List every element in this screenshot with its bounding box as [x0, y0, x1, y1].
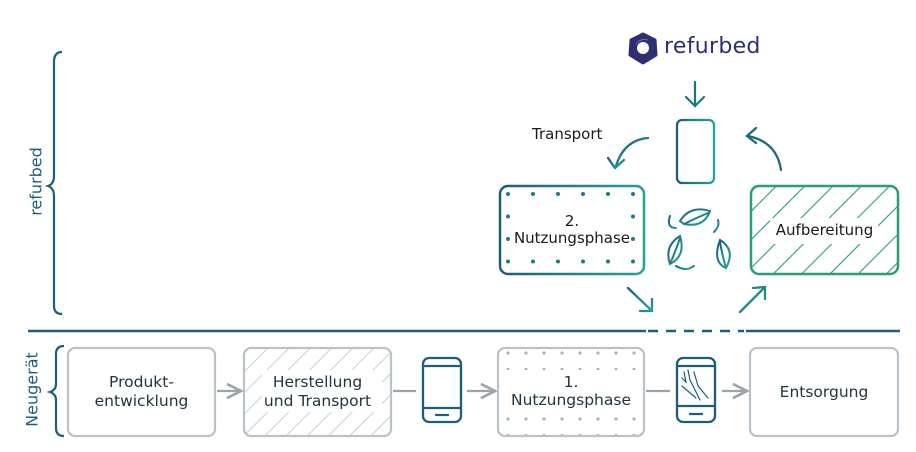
- row-label-refurbed: refurbed: [26, 147, 46, 216]
- smartphone-icon: [675, 118, 716, 185]
- product-development-box: [66, 346, 217, 438]
- arrow-icon: [606, 136, 650, 170]
- curly-brace-icon: [44, 50, 63, 316]
- arrow-icon: [684, 80, 706, 108]
- usage-phase-1-title: Nutzungsphase: [511, 391, 631, 409]
- recycle-leaves-icon: [667, 208, 731, 270]
- manufacturing-transport-line2: und Transport: [263, 392, 372, 410]
- manufacturing-transport-label: Herstellung und Transport: [244, 348, 391, 436]
- usage-phase-2-number: 2.: [564, 211, 580, 230]
- product-development-label: Produkt- entwicklung: [68, 348, 215, 436]
- product-development-line2: entwicklung: [94, 392, 189, 410]
- transport-label: Transport: [532, 125, 603, 143]
- usage-phase-2-title: Nutzungsphase: [513, 229, 631, 247]
- curly-brace-icon: [46, 344, 65, 438]
- refurbed-logo-icon: [628, 32, 658, 65]
- broken-smartphone-icon: [675, 356, 717, 424]
- manufacturing-transport-box: [242, 346, 393, 438]
- manufacturing-transport-line1: Herstellung: [272, 373, 363, 392]
- usage-phase-1-number: 1.: [563, 373, 579, 392]
- smartphone-icon: [421, 356, 463, 424]
- product-development-line1: Produkt-: [109, 373, 174, 392]
- usage-phase-1-label: 1. Nutzungsphase: [498, 348, 644, 436]
- row-label-new-device: Neugerät: [22, 352, 42, 427]
- usage-phase-2-label: 2. Nutzungsphase: [500, 186, 644, 274]
- disposal-box: [748, 346, 900, 438]
- arrow-icon: [738, 285, 767, 314]
- disposal-label: Entsorgung: [779, 383, 869, 401]
- refurbishment-label: Aufbereitung: [775, 221, 874, 239]
- usage-phase-1-box: [496, 346, 646, 438]
- refurbed-logo-text: refurbed: [664, 34, 761, 59]
- refurbishment-box: [749, 184, 900, 276]
- arrow-icon: [626, 286, 654, 313]
- arrow-icon: [745, 126, 783, 172]
